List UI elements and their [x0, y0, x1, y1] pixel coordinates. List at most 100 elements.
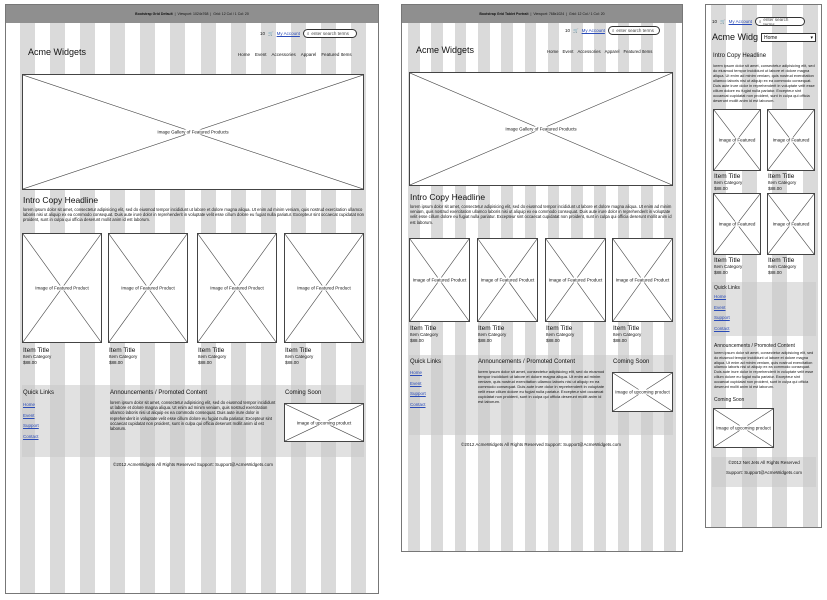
- my-account-link[interactable]: My Account: [276, 31, 300, 36]
- product-item[interactable]: Item Title Item Category $88.00: [410, 325, 438, 343]
- nav-event[interactable]: Event: [255, 52, 267, 57]
- upcoming-product-placeholder[interactable]: Image of upcoming product: [713, 408, 774, 448]
- item-category: Item Category: [714, 264, 743, 269]
- frame-info-bar: Bootstrap Grid Default | Viewport: 1024x…: [6, 5, 378, 23]
- upcoming-product-placeholder[interactable]: Image of upcoming product: [284, 403, 364, 442]
- quick-link-event[interactable]: Event: [714, 304, 726, 310]
- item-category: Item Category: [714, 180, 743, 185]
- item-price: $88.00: [768, 269, 782, 275]
- item-category: Item Category: [285, 354, 314, 359]
- search-placeholder: enter search terms: [311, 31, 349, 36]
- quick-link-support[interactable]: Support: [410, 391, 426, 396]
- nav-accessories[interactable]: Accessories: [271, 52, 296, 57]
- nav-apparel[interactable]: Apparel: [300, 52, 317, 57]
- product-item[interactable]: Item Title Item Category $88.00: [714, 173, 742, 191]
- product-item[interactable]: Item Title Item Category $88.00: [109, 347, 137, 365]
- item-price: $88.00: [109, 359, 123, 365]
- utility-bar: 10 🛒 My Account ⌕ enter search terms: [712, 17, 805, 27]
- nav-event[interactable]: Event: [562, 49, 574, 54]
- product-image-placeholder[interactable]: Image of Featured: [767, 193, 815, 255]
- product-image-placeholder[interactable]: Image of Featured: [713, 109, 761, 171]
- item-category: Item Category: [768, 180, 797, 185]
- quick-links-list: Home Event Support Contact: [714, 292, 730, 334]
- item-price: $88.00: [613, 337, 627, 343]
- product-image-placeholder[interactable]: Image of Featured Product: [108, 233, 188, 343]
- my-account-link[interactable]: My Account: [728, 19, 752, 24]
- product-image-placeholder[interactable]: Image of Featured Product: [545, 238, 606, 322]
- search-icon: ⌕: [758, 19, 762, 24]
- search-input[interactable]: ⌕ enter search terms: [607, 26, 660, 35]
- my-account-link[interactable]: My Account: [581, 28, 605, 33]
- product-image-label: Image of Featured Product: [296, 285, 352, 291]
- product-image-placeholder[interactable]: Image of Featured: [767, 109, 815, 171]
- frame-viewport: Viewport: 1024x768: [177, 12, 209, 16]
- site-logo[interactable]: Acme Widgets: [28, 47, 87, 57]
- intro-headline: Intro Copy Headline: [713, 53, 767, 59]
- product-item[interactable]: Item Title Item Category $88.00: [768, 257, 796, 275]
- item-title: Item Title: [410, 325, 437, 332]
- cart-count: 10: [712, 19, 718, 24]
- product-item[interactable]: Item Title Item Category $88.00: [768, 173, 796, 191]
- quick-link-event[interactable]: Event: [23, 412, 35, 418]
- nav-home[interactable]: Home: [547, 49, 559, 54]
- product-item[interactable]: Item Title Item Category $88.00: [546, 325, 574, 343]
- nav-home[interactable]: Home: [238, 52, 251, 57]
- quick-link-home[interactable]: Home: [410, 370, 423, 375]
- nav-accessories[interactable]: Accessories: [577, 49, 601, 54]
- chevron-down-icon: ▾: [810, 34, 813, 41]
- product-item[interactable]: Item Title Item Category $88.00: [23, 347, 51, 365]
- nav-featured-items[interactable]: Featured Items: [321, 52, 352, 57]
- cart-icon[interactable]: 🛒: [268, 30, 274, 36]
- main-nav: Home Event Accessories Apparel Featured …: [238, 52, 352, 57]
- upcoming-product-label: Image of upcoming product: [715, 425, 772, 431]
- frame-title: Bootstrap Grid Tablet Portrait: [479, 12, 529, 16]
- cart-icon[interactable]: 🛒: [720, 18, 726, 24]
- search-input[interactable]: ⌕ enter search terms: [754, 17, 805, 27]
- item-title: Item Title: [768, 257, 795, 264]
- cart-icon[interactable]: 🛒: [573, 27, 579, 33]
- quick-link-contact[interactable]: Contact: [410, 401, 426, 407]
- product-image-placeholder[interactable]: Image of Featured: [713, 193, 761, 255]
- footer-support: Support: Support@AcmeWidgets.com: [725, 470, 803, 475]
- upcoming-product-placeholder[interactable]: Image of upcoming product: [612, 372, 673, 412]
- product-item[interactable]: Item Title Item Category $88.00: [613, 325, 641, 343]
- quick-link-home[interactable]: Home: [23, 402, 36, 407]
- intro-copy: lorem ipsum dolor sit amet, consectetur …: [410, 204, 672, 225]
- quick-link-contact[interactable]: Contact: [23, 433, 39, 439]
- product-image-placeholder[interactable]: Image of Featured Product: [409, 238, 470, 322]
- quick-link-contact[interactable]: Contact: [714, 325, 730, 331]
- product-item[interactable]: Item Title Item Category $88.00: [285, 347, 313, 365]
- product-item[interactable]: Item Title Item Category $88.00: [478, 325, 506, 343]
- search-input[interactable]: ⌕ enter search terms: [302, 29, 357, 38]
- hero-label: Image Gallery of Featured Products: [504, 126, 578, 132]
- product-image-placeholder[interactable]: Image of Featured Product: [197, 233, 277, 343]
- product-item[interactable]: Item Title Item Category $88.00: [198, 347, 226, 365]
- search-icon: ⌕: [611, 28, 615, 33]
- quick-link-event[interactable]: Event: [410, 380, 422, 386]
- site-logo[interactable]: Acme Widg: [712, 32, 759, 42]
- frame-grid: Grid: 12 Col / 1 Col: 20: [213, 12, 249, 16]
- product-item[interactable]: Item Title Item Category $88.00: [714, 257, 742, 275]
- product-image-label: Image of Featured Product: [547, 277, 604, 283]
- intro-headline: Intro Copy Headline: [410, 192, 486, 202]
- main-nav: Home Event Accessories Apparel Featured …: [547, 49, 652, 54]
- announcements-heading: Announcements / Promoted Content: [110, 390, 208, 396]
- item-price: $88.00: [478, 337, 492, 343]
- nav-apparel[interactable]: Apparel: [604, 49, 620, 54]
- nav-featured-items[interactable]: Featured Items: [623, 49, 653, 54]
- upcoming-product-label: Image of upcoming product: [295, 420, 353, 425]
- mobile-wireframe: 10 🛒 My Account ⌕ enter search terms Acm…: [705, 4, 822, 528]
- item-title: Item Title: [109, 347, 136, 354]
- product-image-placeholder[interactable]: Image of Featured Product: [22, 233, 102, 343]
- quick-links-band: [712, 282, 816, 336]
- coming-soon-heading: Coming Soon: [714, 397, 745, 403]
- nav-select[interactable]: Home ▾: [761, 33, 816, 42]
- quick-link-home[interactable]: Home: [714, 294, 727, 299]
- site-logo[interactable]: Acme Widgets: [416, 45, 475, 55]
- quick-link-support[interactable]: Support: [714, 315, 730, 320]
- quick-link-support[interactable]: Support: [23, 423, 39, 428]
- product-image-placeholder[interactable]: Image of Featured Product: [284, 233, 364, 343]
- product-image-placeholder[interactable]: Image of Featured Product: [477, 238, 538, 322]
- announcements-copy: lorem ipsum dolor sit amet, consectetur …: [110, 400, 276, 432]
- product-image-placeholder[interactable]: Image of Featured Product: [612, 238, 673, 322]
